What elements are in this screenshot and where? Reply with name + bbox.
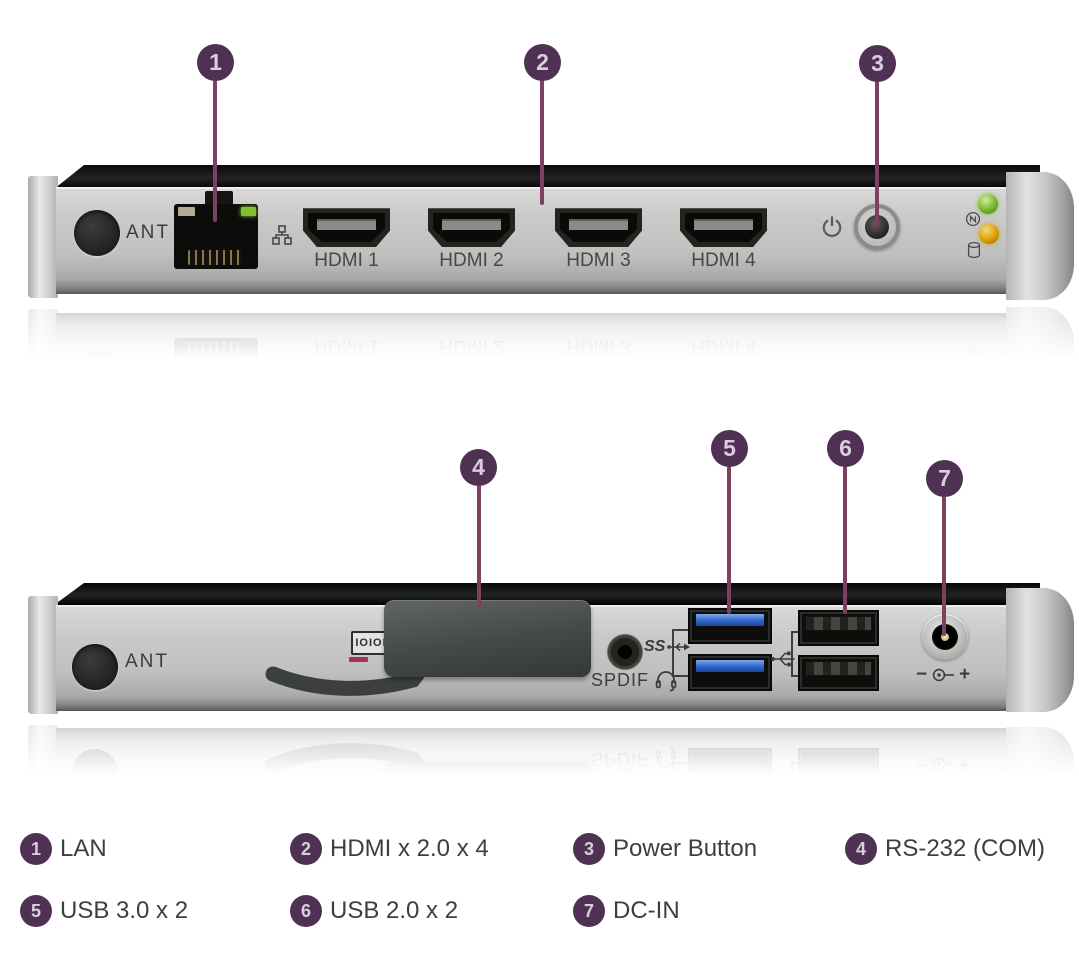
- usb2-port-upper: [800, 612, 877, 644]
- lan-network-icon: [272, 225, 292, 245]
- antenna-hole-front: [74, 210, 120, 256]
- callout-4-rs232: 4: [460, 449, 497, 486]
- usb3-group-bracket: [672, 629, 688, 677]
- legend-label-rs232: RS-232 (COM): [885, 835, 1046, 862]
- callout-2-stem: [540, 80, 544, 205]
- chassis-right-cap-rear: [1006, 588, 1074, 712]
- spdif-jack: [607, 634, 643, 670]
- legend-label-dcin: DC-IN: [613, 897, 680, 924]
- dc-polarity-plus: +: [959, 664, 971, 685]
- legend-number-1: 1: [20, 833, 52, 865]
- legend-item-rs232: 4 RS-232 (COM): [845, 833, 1045, 865]
- chassis-left-cap-front: [28, 176, 58, 298]
- antenna-label-front: ANT: [126, 222, 170, 243]
- hdmi-port-2: [428, 208, 515, 247]
- lan-link-led: [241, 207, 256, 216]
- callout-1-lan: 1: [197, 44, 234, 81]
- usb3-port-upper: [690, 610, 770, 642]
- hdmi-label-1: HDMI 1: [314, 250, 379, 271]
- hdmi-port-4: [680, 208, 767, 247]
- legend-item-usb3: 5 USB 3.0 x 2: [20, 895, 188, 927]
- power-led-icon: [965, 211, 981, 227]
- callout-6-usb2: 6: [827, 430, 864, 467]
- legend-number-3: 3: [573, 833, 605, 865]
- legend-item-usb2: 6 USB 2.0 x 2: [290, 895, 458, 927]
- callout-5-stem: [727, 466, 731, 614]
- chassis-top-front: [54, 165, 1040, 189]
- hdmi-label-3: HDMI 3: [566, 250, 631, 271]
- power-status-led: [978, 194, 998, 214]
- usb2-port-upper-tongue: [805, 616, 872, 631]
- antenna-hole-rear: [72, 644, 118, 690]
- dc-polarity-minus: −: [916, 664, 928, 685]
- antenna-label-rear: ANT: [125, 651, 169, 672]
- com-flap-tether: [233, 660, 433, 700]
- hdmi-port-2-tongue: [442, 219, 501, 230]
- hdmi-label-4: HDMI 4: [691, 250, 756, 271]
- legend-label-usb2: USB 2.0 x 2: [330, 897, 459, 924]
- callout-2-hdmi: 2: [524, 44, 561, 81]
- legend-number-5: 5: [20, 895, 52, 927]
- device-front-panel: ANT HDMI 1 HDMI 2 HDMI: [28, 160, 1074, 302]
- power-icon: [820, 214, 844, 238]
- hdmi-port-3: [555, 208, 642, 247]
- hdmi-label-2: HDMI 2: [439, 250, 504, 271]
- chassis-right-cap-front: [1006, 172, 1074, 300]
- legend-label-lan: LAN: [60, 835, 107, 862]
- legend-number-4: 4: [845, 833, 877, 865]
- usb2-port-lower-tongue: [805, 661, 872, 676]
- dc-polarity-icon: − +: [916, 664, 970, 686]
- headphone-icon: [654, 668, 678, 692]
- chassis-top-rear: [54, 583, 1040, 605]
- callout-4-stem: [477, 485, 481, 608]
- hdmi-port-1-tongue: [317, 219, 376, 230]
- usb3-port-lower: [690, 656, 770, 689]
- usb3-port-upper-tongue: [696, 614, 764, 626]
- serial-dash-mark: [349, 657, 368, 662]
- legend-item-power-button: 3 Power Button: [573, 833, 757, 865]
- hdd-led-icon: [967, 241, 981, 259]
- legend-item-dcin: 7 DC-IN: [573, 895, 680, 927]
- chassis-left-cap-rear: [28, 596, 58, 714]
- usb2-port-lower: [800, 657, 877, 689]
- hdmi-port-4-tongue: [694, 219, 753, 230]
- callout-7-dcin: 7: [926, 460, 963, 497]
- lan-indicator-left: [178, 207, 195, 216]
- callout-3-stem: [875, 81, 879, 227]
- callout-6-stem: [843, 466, 847, 614]
- legend-label-hdmi: HDMI x 2.0 x 4: [330, 835, 489, 862]
- legend-label-usb3: USB 3.0 x 2: [60, 897, 189, 924]
- hdmi-port-1: [303, 208, 390, 247]
- lan-port-latch: [205, 191, 233, 206]
- lan-port-pins: [188, 250, 242, 265]
- legend-number-2: 2: [290, 833, 322, 865]
- hdd-status-led: [979, 224, 999, 244]
- spdif-label: SPDIF: [590, 670, 649, 690]
- legend-item-hdmi: 2 HDMI x 2.0 x 4: [290, 833, 489, 865]
- callout-3-power: 3: [859, 45, 896, 82]
- legend-label-power-button: Power Button: [613, 835, 758, 862]
- usb3-port-lower-tongue: [696, 660, 764, 672]
- callout-5-usb3: 5: [711, 430, 748, 467]
- callout-7-stem: [942, 496, 946, 636]
- callout-1-stem: [213, 80, 217, 222]
- usb2-group-bracket: [791, 631, 805, 677]
- legend-item-lan: 1 LAN: [20, 833, 107, 865]
- ss-text: SS: [644, 638, 666, 655]
- legend-number-7: 7: [573, 895, 605, 927]
- hdmi-port-3-tongue: [569, 219, 628, 230]
- dc-in-pin: [941, 633, 949, 641]
- device-rear-panel: ANT IOIOI SPDIF SS: [28, 576, 1074, 718]
- legend-number-6: 6: [290, 895, 322, 927]
- rs232-com-flap: [384, 600, 591, 677]
